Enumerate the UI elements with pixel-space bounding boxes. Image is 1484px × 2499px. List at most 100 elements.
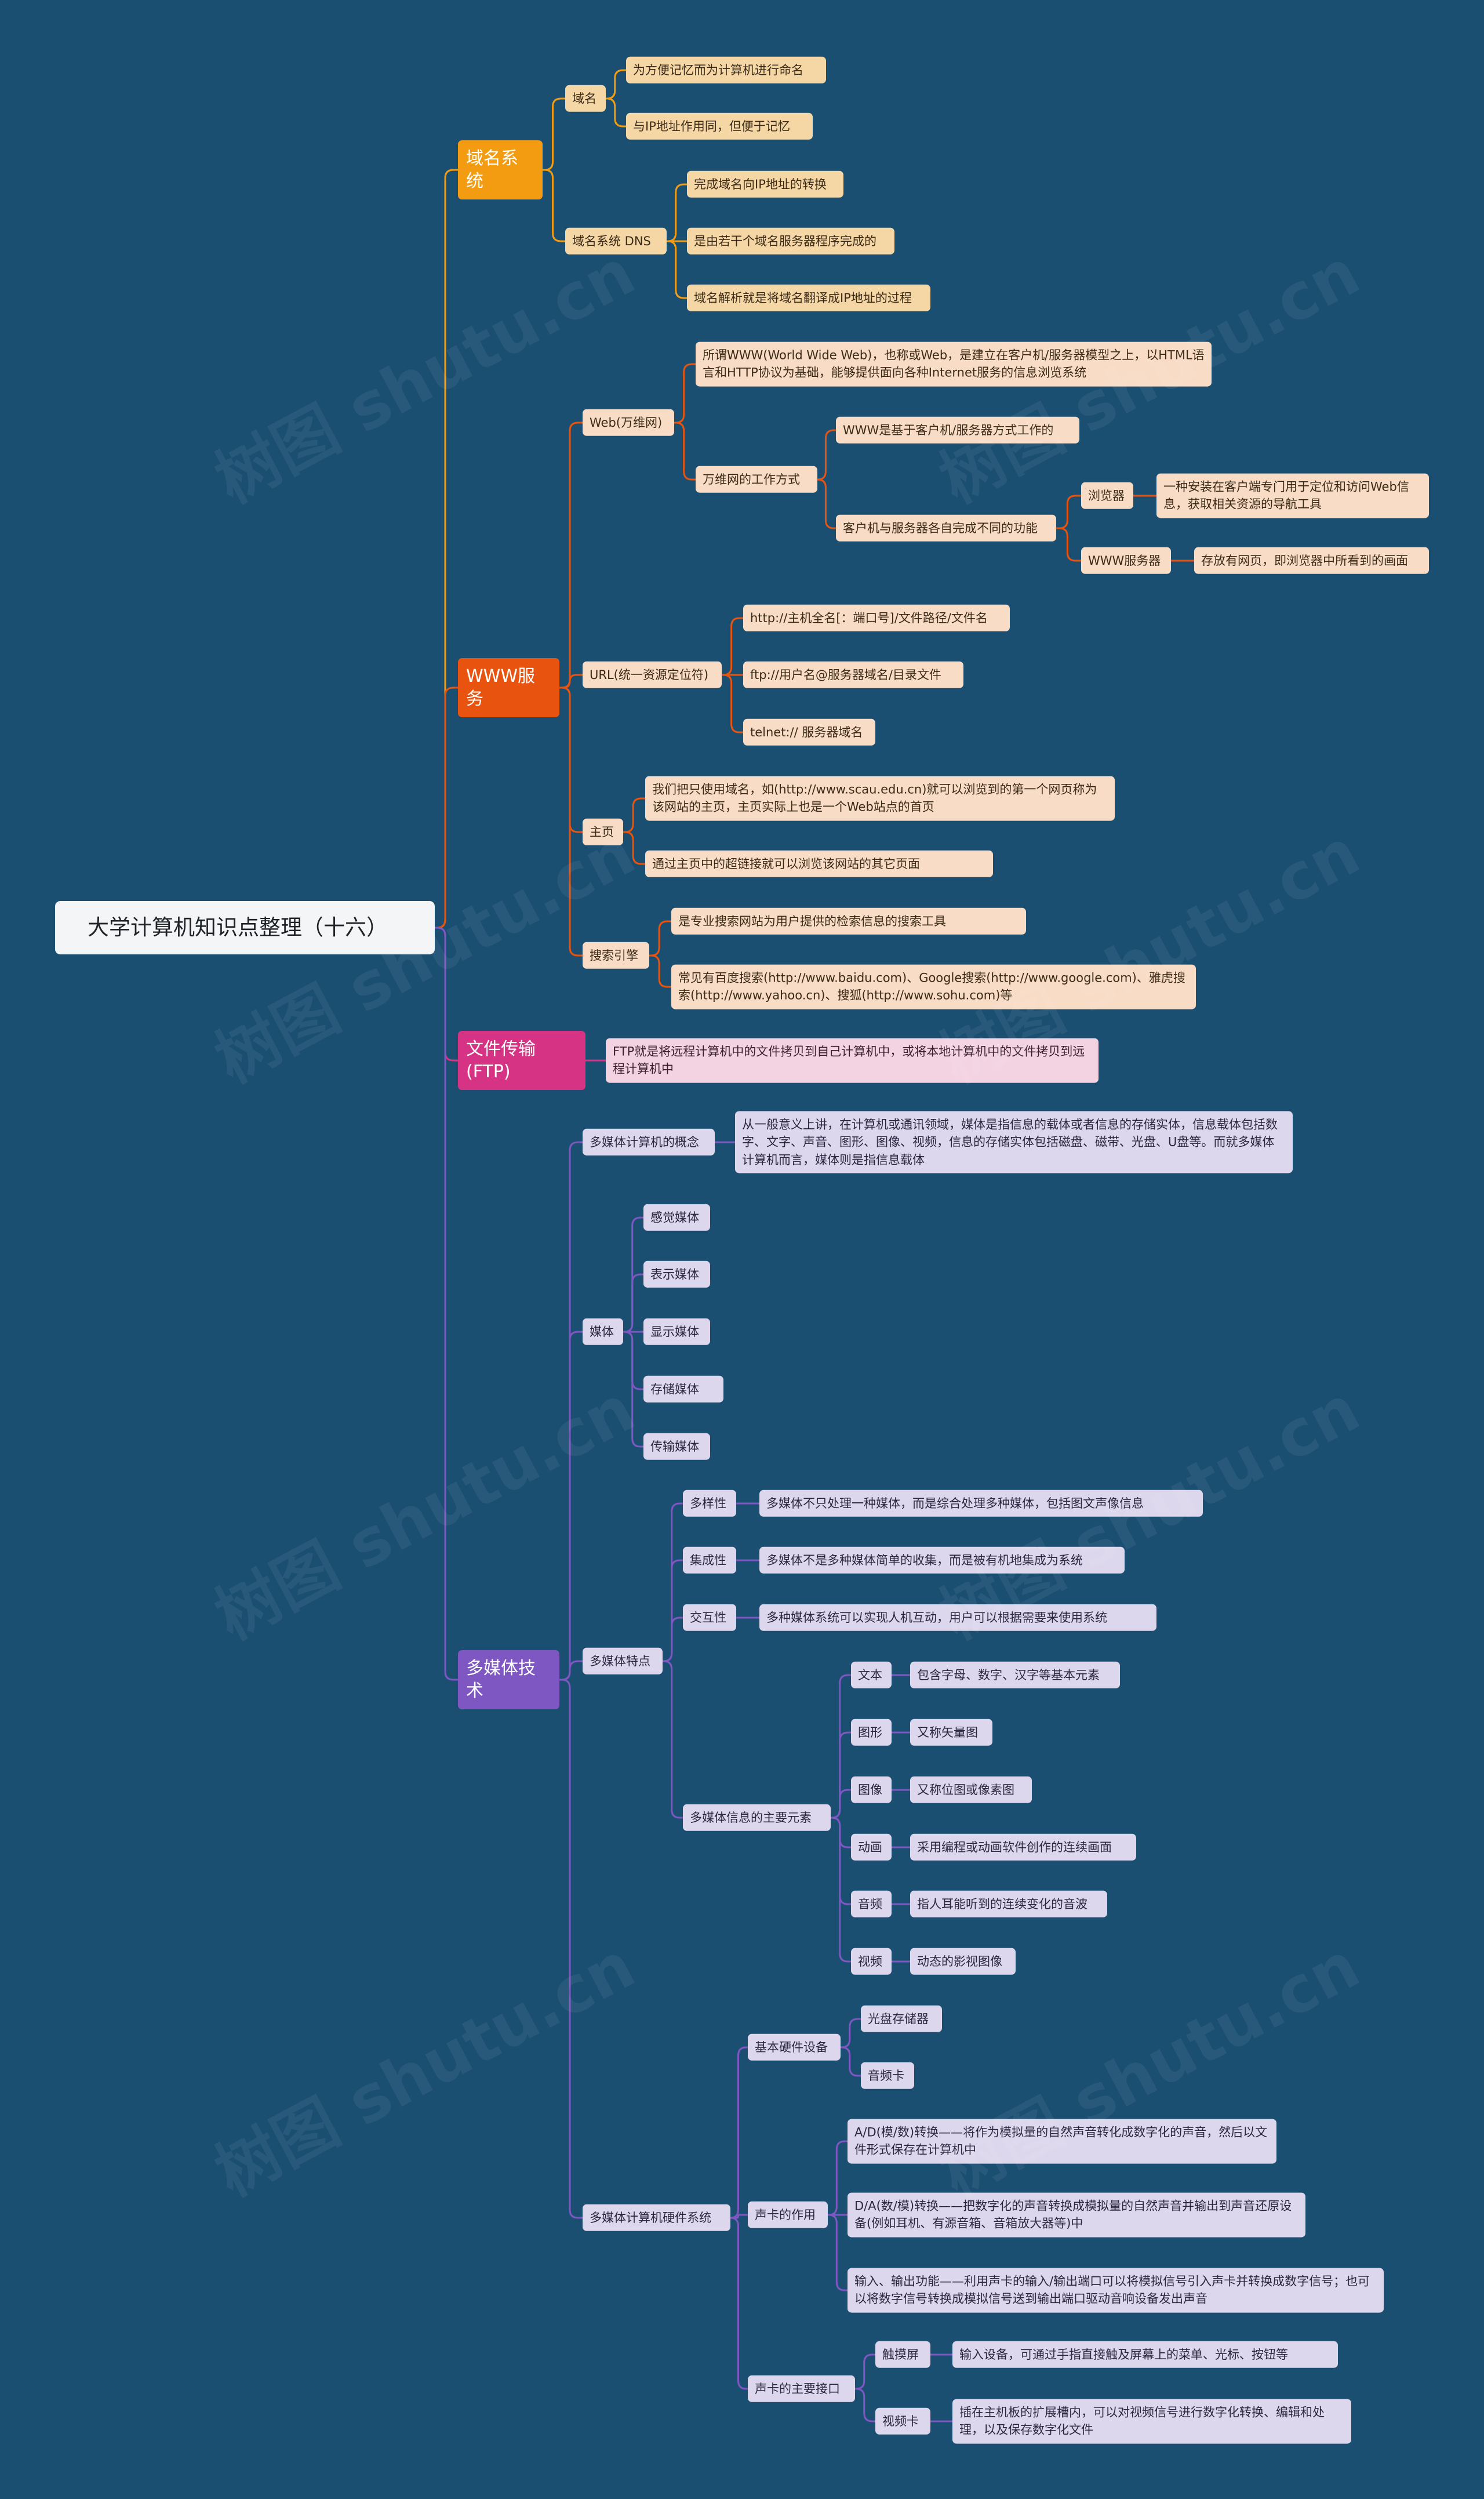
connector-b2a2b1 — [1056, 495, 1081, 529]
topic-node[interactable]: 文本 — [851, 1661, 892, 1689]
topic-node[interactable]: 存放有网页，即浏览器中所看到的画面 — [1194, 547, 1429, 575]
connector-b4c1 — [663, 1502, 683, 1662]
connector-b4d2c — [828, 2214, 848, 2291]
connector-b4d — [559, 1679, 583, 2219]
connector-b4c4e — [831, 1817, 851, 1905]
branch-topic[interactable]: 文件传输(FTP) — [458, 1031, 585, 1090]
root-topic[interactable]: 大学计算机知识点整理（十六） — [55, 900, 435, 955]
topic-node[interactable]: 多媒体不只处理一种媒体，而是综合处理多种媒体，包括图文声像信息 — [759, 1490, 1203, 1517]
topic-node[interactable]: 域名解析就是将域名翻译成IP地址的过程 — [687, 284, 930, 312]
topic-node[interactable]: 包含字母、数字、汉字等基本元素 — [910, 1661, 1120, 1689]
topic-node[interactable]: 是专业搜索网站为用户提供的检索信息的搜索工具 — [671, 907, 1026, 935]
topic-node[interactable]: 存储媒体 — [643, 1375, 723, 1403]
topic-node[interactable]: A/D(模/数)转换——将作为模拟量的自然声音转化成数字化的声音，然后以文件形式… — [848, 2119, 1276, 2164]
topic-node[interactable]: 插在主机板的扩展槽内，可以对视频信号进行数字化转换、编辑和处理，以及保存数字化文… — [952, 2399, 1351, 2444]
topic-node[interactable]: 传输媒体 — [643, 1433, 710, 1461]
topic-node[interactable]: 我们把只使用域名，如(http://www.scau.edu.cn)就可以浏览到… — [645, 776, 1115, 821]
topic-node[interactable]: 集成性 — [683, 1546, 736, 1574]
topic-node[interactable]: 表示媒体 — [643, 1261, 710, 1288]
topic-node[interactable]: 搜索引擎 — [583, 942, 649, 969]
topic-node[interactable]: 动画 — [851, 1833, 892, 1861]
topic-node[interactable]: D/A(数/模)转换——把数字化的声音转换成模拟量的自然声音并输出到声音还原设备… — [848, 2192, 1305, 2238]
topic-node[interactable]: 感觉媒体 — [643, 1204, 710, 1232]
topic-node[interactable]: 通过主页中的超链接就可以浏览该网站的其它页面 — [645, 850, 993, 878]
topic-node[interactable]: 常见有百度搜索(http://www.baidu.com)、Google搜索(h… — [671, 964, 1196, 1009]
branch-topic[interactable]: 域名系统 — [458, 140, 543, 199]
connector-b4d2 — [730, 2214, 748, 2219]
topic-node[interactable]: 又称矢量图 — [910, 1719, 992, 1746]
topic-node[interactable]: 一种安装在客户端专门用于定位和访问Web信息，获取相关资源的导航工具 — [1156, 473, 1429, 518]
topic-node[interactable]: 主页 — [583, 818, 623, 846]
connector-b4 — [435, 927, 458, 1681]
topic-node[interactable]: 域名系统 DNS — [565, 227, 667, 255]
topic-node[interactable]: 音频 — [851, 1890, 892, 1918]
connector-b2d1 — [649, 920, 671, 957]
connector-b3 — [435, 927, 458, 1062]
connector-b4d3 — [730, 2217, 748, 2390]
topic-node[interactable]: 显示媒体 — [643, 1318, 710, 1346]
topic-node[interactable]: telnet:// 服务器域名 — [743, 718, 875, 746]
connector-b2b — [559, 674, 583, 689]
connector-b4c2 — [663, 1559, 683, 1662]
topic-node[interactable]: 域名 — [565, 85, 606, 112]
topic-node[interactable]: 图形 — [851, 1719, 892, 1746]
connector-b1b — [543, 169, 565, 242]
connector-b2c2 — [623, 831, 645, 865]
topic-node[interactable]: 是由若干个域名服务器程序完成的 — [687, 227, 894, 255]
connector-b2b1 — [722, 617, 743, 676]
topic-node[interactable]: 与IP地址作用同，但便于记忆 — [626, 112, 813, 140]
topic-node[interactable]: 交互性 — [683, 1604, 736, 1632]
topic-node[interactable]: ftp://用户名@服务器域名/目录文件 — [743, 661, 963, 689]
connector-b4c4d — [831, 1817, 851, 1848]
topic-node[interactable]: http://主机全名[：端口号]/文件路径/文件名 — [743, 604, 1010, 632]
topic-node[interactable]: 媒体 — [583, 1318, 623, 1346]
topic-node[interactable]: 为方便记忆而为计算机进行命名 — [626, 56, 826, 84]
topic-node[interactable]: 又称位图或像素图 — [910, 1776, 1032, 1804]
topic-node[interactable]: 指人耳能听到的连续变化的音波 — [910, 1890, 1107, 1918]
branch-topic[interactable]: WWW服务 — [458, 658, 559, 717]
topic-node[interactable]: 多样性 — [683, 1490, 736, 1517]
topic-node[interactable]: 声卡的作用 — [748, 2201, 828, 2229]
topic-node[interactable]: 输入设备，可通过手指直接触及屏幕上的菜单、光标、按钮等 — [952, 2341, 1338, 2369]
topic-node[interactable]: 动态的影视图像 — [910, 1948, 1016, 1975]
connector-b2a — [559, 422, 583, 689]
topic-node[interactable]: 多媒体不是多种媒体简单的收集，而是被有机地集成为系统 — [759, 1546, 1125, 1574]
connector-b1b1 — [667, 183, 687, 242]
topic-node[interactable]: 基本硬件设备 — [748, 2033, 841, 2061]
connector-b1a2 — [606, 97, 626, 128]
topic-node[interactable]: 音频卡 — [861, 2062, 914, 2090]
topic-node[interactable]: Web(万维网) — [583, 409, 674, 437]
connector-b4c4a — [831, 1674, 851, 1819]
topic-node[interactable]: 多种媒体系统可以实现人机互动，用户可以根据需要来使用系统 — [759, 1604, 1156, 1632]
topic-node[interactable]: 从一般意义上讲，在计算机或通讯领域，媒体是指信息的载体或者信息的存储实体，信息载… — [735, 1111, 1293, 1174]
connector-b4d1 — [730, 2046, 748, 2219]
topic-node[interactable]: 光盘存储器 — [861, 2005, 942, 2033]
topic-node[interactable]: WWW服务器 — [1081, 547, 1171, 575]
topic-node[interactable]: 所谓WWW(World Wide Web)，也称或Web，是建立在客户机/服务器… — [696, 342, 1212, 387]
connector-b2a2b — [817, 478, 836, 529]
connector-b1a — [543, 97, 565, 171]
connector-b2a2 — [674, 422, 696, 481]
topic-node[interactable]: 多媒体特点 — [583, 1647, 663, 1675]
connector-b4d3a — [855, 2353, 875, 2390]
topic-node[interactable]: 视频 — [851, 1948, 892, 1975]
topic-node[interactable]: WWW是基于客户机/服务器方式工作的 — [836, 416, 1079, 444]
topic-node[interactable]: 触摸屏 — [875, 2341, 930, 2369]
topic-node[interactable]: 采用编程或动画软件创作的连续画面 — [910, 1833, 1136, 1861]
topic-node[interactable]: URL(统一资源定位符) — [583, 661, 722, 689]
topic-node[interactable]: 万维网的工作方式 — [696, 466, 817, 493]
topic-node[interactable]: 多媒体计算机硬件系统 — [583, 2204, 730, 2232]
topic-node[interactable]: 完成域名向IP地址的转换 — [687, 170, 843, 198]
topic-node[interactable]: 多媒体信息的主要元素 — [683, 1804, 831, 1832]
branch-topic[interactable]: 多媒体技术 — [458, 1650, 559, 1709]
topic-node[interactable]: 输入、输出功能——利用声卡的输入/输出端口可以将模拟信号引入声卡并转换成数字信号… — [848, 2268, 1384, 2313]
topic-node[interactable]: 声卡的主要接口 — [748, 2375, 855, 2403]
topic-node[interactable]: 客户机与服务器各自完成不同的功能 — [836, 514, 1056, 542]
topic-node[interactable]: 多媒体计算机的概念 — [583, 1128, 715, 1156]
topic-node[interactable]: FTP就是将远程计算机中的文件拷贝到自己计算机中，或将本地计算机中的文件拷贝到远… — [606, 1038, 1099, 1083]
topic-node[interactable]: 图像 — [851, 1776, 892, 1804]
topic-node[interactable]: 浏览器 — [1081, 482, 1133, 510]
topic-node[interactable]: 视频卡 — [875, 2407, 930, 2435]
